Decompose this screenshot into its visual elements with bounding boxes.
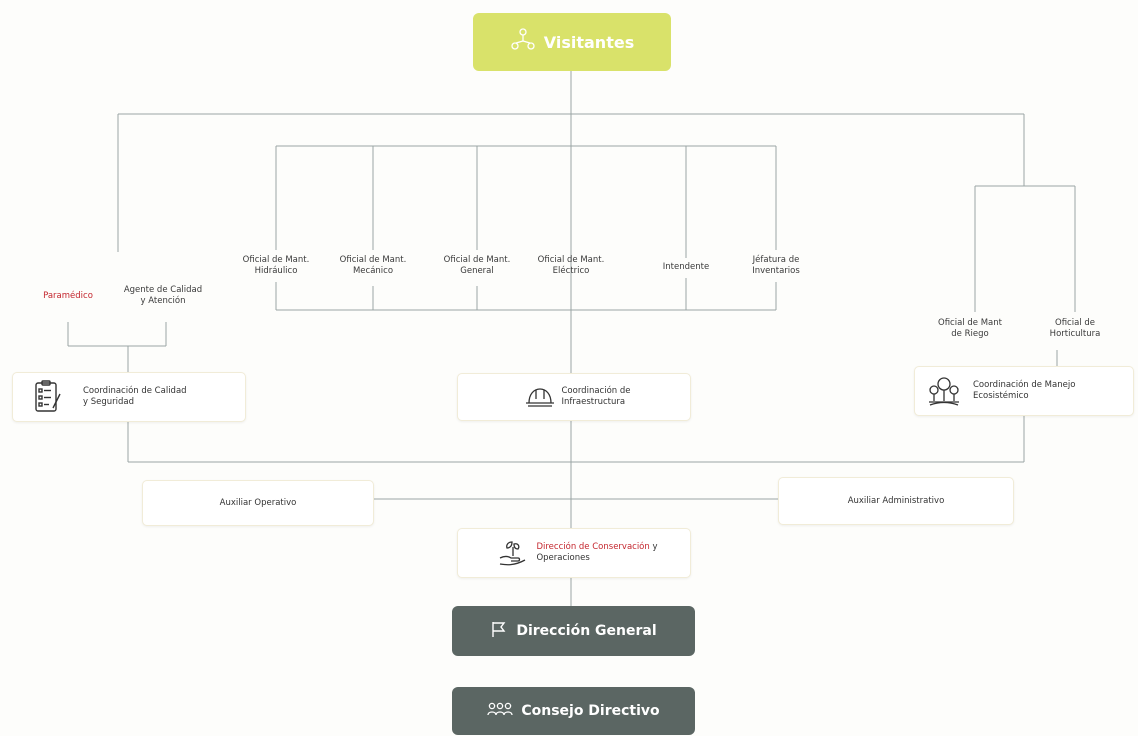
coordinacion-calidad-card[interactable]: Coordinación de Calidad y Seguridad xyxy=(12,372,246,422)
jefatura-inventarios-label: Jéfatura de Inventarios xyxy=(752,255,800,276)
people-group-icon xyxy=(487,701,513,721)
oficial-electrico-label: Oficial de Mant. Eléctrico xyxy=(537,255,605,276)
hand-plant-icon xyxy=(490,538,536,568)
visitantes-box[interactable]: Visitantes xyxy=(473,13,671,71)
oficial-general-label: Oficial de Mant. General xyxy=(443,255,511,276)
coordinacion-calidad-label: Coordinación de Calidad y Seguridad xyxy=(83,386,187,407)
oficial-hidraulico-label: Oficial de Mant. Hidráulico xyxy=(242,255,310,276)
flag-icon xyxy=(490,620,508,642)
direccion-general-label: Dirección General xyxy=(516,623,657,639)
oficial-mecanico-label: Oficial de Mant. Mecánico xyxy=(339,255,407,276)
consejo-directivo-label: Consejo Directivo xyxy=(521,703,660,719)
auxiliar-administrativo-label: Auxiliar Administrativo xyxy=(847,495,945,506)
coordinacion-infraestructura-card[interactable]: Coordinación de Infraestructura xyxy=(457,373,691,421)
direccion-general-box[interactable]: Dirección General xyxy=(452,606,695,656)
trees-hand-icon xyxy=(915,375,973,407)
hard-hat-icon xyxy=(518,385,562,409)
direccion-conservacion-label: Dirección de Conservación y Operaciones xyxy=(536,542,658,563)
auxiliar-administrativo-card[interactable]: Auxiliar Administrativo xyxy=(778,477,1014,525)
checklist-clipboard-icon xyxy=(13,380,83,414)
oficial-horticultura-label: Oficial de Horticultura xyxy=(1049,318,1101,339)
intendente-label: Intendente xyxy=(662,262,710,272)
coordinacion-ecosistemico-label: Coordinación de Manejo Ecosistémico xyxy=(973,380,1076,401)
visitantes-label: Visitantes xyxy=(543,32,635,52)
coordinacion-ecosistemico-card[interactable]: Coordinación de Manejo Ecosistémico xyxy=(914,366,1134,416)
coordinacion-infraestructura-label: Coordinación de Infraestructura xyxy=(561,386,631,407)
agente-calidad-label: Agente de Calidad y Atención xyxy=(123,285,203,306)
consejo-directivo-box[interactable]: Consejo Directivo xyxy=(452,687,695,735)
auxiliar-operativo-card[interactable]: Auxiliar Operativo xyxy=(142,480,374,526)
network-people-icon xyxy=(510,27,536,57)
oficial-riego-label: Oficial de Mant de Riego xyxy=(938,318,1002,339)
direccion-conservacion-card[interactable]: Dirección de Conservación y Operaciones xyxy=(457,528,691,578)
auxiliar-operativo-label: Auxiliar Operativo xyxy=(219,497,297,508)
paramedico-label: Paramédico xyxy=(43,291,93,301)
